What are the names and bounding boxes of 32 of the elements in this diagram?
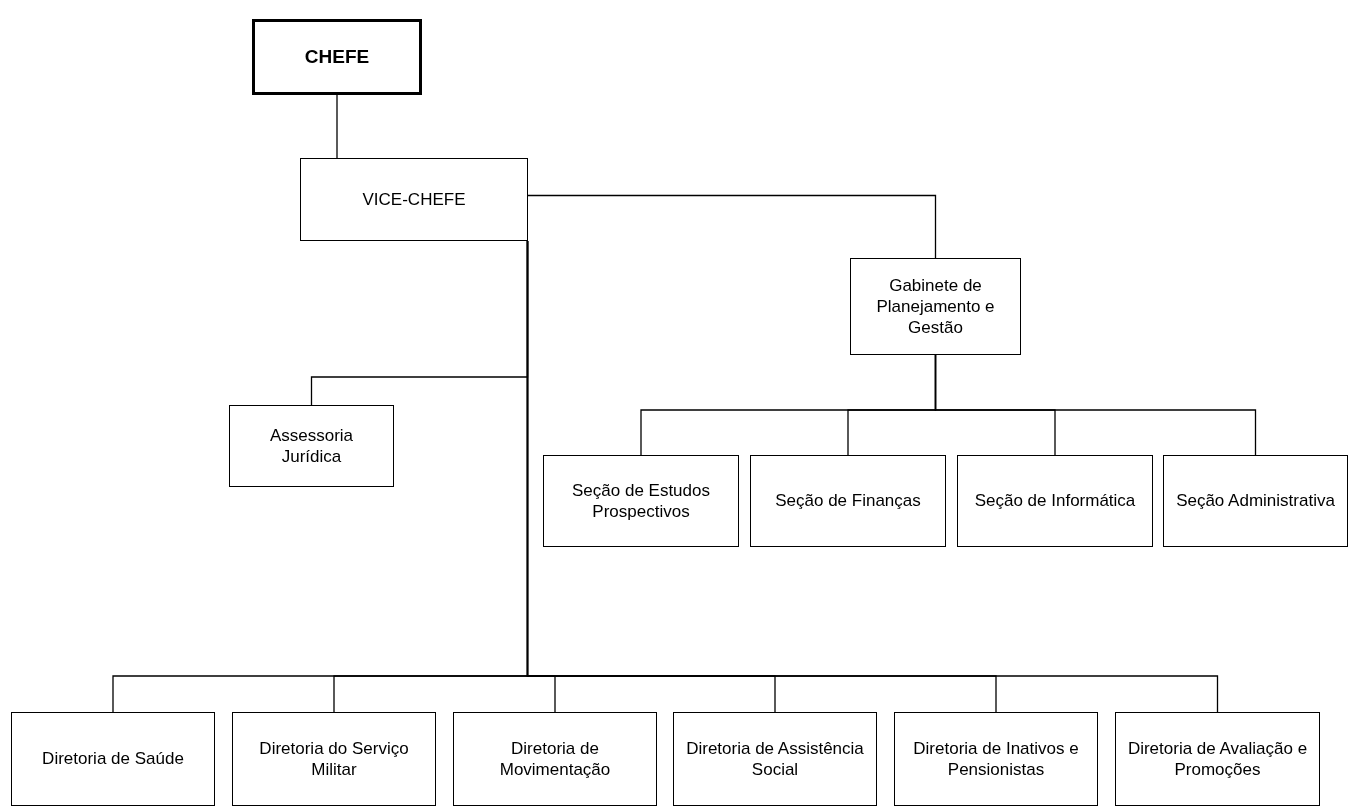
org-box — [957, 455, 1153, 547]
box-label: Diretoria de Assistência Social — [685, 737, 865, 781]
org-box — [229, 405, 394, 487]
box-label: Diretoria de Movimentação — [498, 737, 612, 781]
box-label: Seção de Estudos Prospectivos — [571, 479, 711, 523]
connector-line — [934, 354, 1257, 456]
org-box — [11, 712, 215, 806]
box-label: Diretoria de Avaliação e Promoções — [1126, 737, 1309, 781]
box-label: Assessoria Jurídica — [268, 424, 355, 468]
org-box — [453, 712, 657, 806]
org-box — [252, 19, 422, 95]
box-label: VICE-CHEFE — [362, 188, 466, 211]
org-box — [1163, 455, 1348, 547]
box-label: Gabinete de Planejamento e Gestão — [875, 274, 996, 339]
org-box — [300, 158, 528, 241]
org-box — [850, 258, 1021, 355]
org-box — [1115, 712, 1320, 806]
box-label: Seção de Informática — [974, 490, 1136, 512]
box-label: Diretoria do Serviço Militar — [258, 737, 410, 781]
connector-line — [526, 240, 1219, 713]
box-label: Diretoria de Inativos e Pensionistas — [912, 737, 1080, 781]
connector-line — [527, 194, 937, 259]
box-label: Seção de Finanças — [775, 490, 921, 512]
org-box — [673, 712, 877, 806]
box-label: CHEFE — [304, 45, 370, 69]
org-box — [543, 455, 739, 547]
org-box — [894, 712, 1098, 806]
org-box — [232, 712, 436, 806]
connector-line — [336, 94, 338, 159]
box-label: Seção Administrativa — [1176, 490, 1335, 512]
org-box — [750, 455, 946, 547]
box-label: Diretoria de Saúde — [42, 748, 184, 770]
